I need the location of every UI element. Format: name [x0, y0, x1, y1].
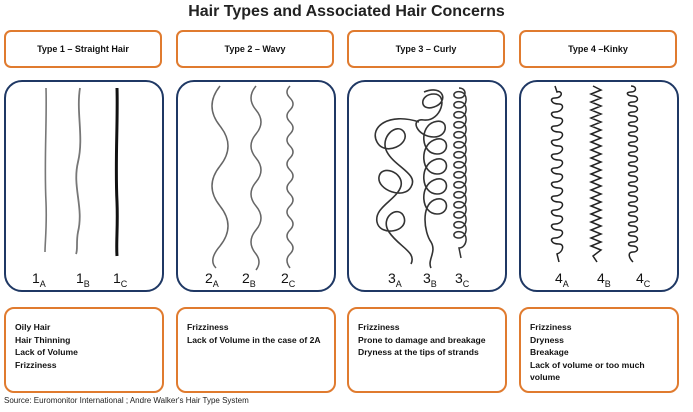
concern-item: Prone to damage and breakage — [358, 334, 486, 345]
strand-3c — [453, 87, 467, 259]
concern-item: Lack of volume or too much volume — [530, 359, 645, 383]
concern-item: Hair Thinning — [15, 334, 71, 345]
strand-3b — [415, 89, 448, 269]
panel-type-3: 3A 3B 3C — [347, 80, 507, 292]
concern-item: Dryness — [530, 334, 564, 345]
curly-hair-illustration — [374, 87, 467, 269]
concern-item: Breakage — [530, 347, 569, 358]
strand-4c — [626, 85, 639, 263]
panel-type-1: 1A 1B 1C — [4, 80, 164, 292]
concern-item: Frizziness — [15, 359, 57, 370]
strand-2a — [211, 85, 229, 269]
concerns-type-2: Frizziness Lack of Volume in the case of… — [176, 307, 336, 393]
header-type-2: Type 2 – Wavy — [176, 30, 334, 68]
header-type-3: Type 3 – Curly — [347, 30, 505, 68]
label-1a: 1A — [32, 270, 46, 289]
panel-type-2: 2A 2B 2C — [176, 80, 336, 292]
source-note: Source: Euromonitor International ; Andr… — [4, 396, 249, 405]
header-type-1: Type 1 – Straight Hair — [4, 30, 162, 68]
label-1c: 1C — [113, 270, 128, 289]
concerns-type-3: Frizziness Prone to damage and breakage … — [347, 307, 507, 393]
concern-item: Dryness at the tips of strands — [358, 347, 479, 358]
strand-1b — [75, 87, 82, 255]
label-3a: 3A — [388, 270, 402, 289]
straight-hair-illustration — [44, 87, 119, 257]
concern-item: Frizziness — [358, 322, 400, 332]
concern-item: Lack of Volume — [15, 347, 78, 358]
label-4b: 4B — [597, 270, 611, 289]
panel-type-4: 4A 4B 4C — [519, 80, 679, 292]
label-4a: 4A — [555, 270, 569, 289]
label-4c: 4C — [636, 270, 651, 289]
strand-1c — [114, 87, 119, 257]
label-1b: 1B — [76, 270, 90, 289]
label-3c: 3C — [455, 270, 470, 289]
label-3b: 3B — [423, 270, 437, 289]
diagram-title: Hair Types and Associated Hair Concerns — [188, 3, 505, 20]
strand-2b — [250, 85, 262, 271]
concern-item: Frizziness — [530, 322, 572, 332]
wavy-hair-illustration — [211, 85, 294, 271]
concern-item: Frizziness — [187, 322, 229, 332]
strand-4a — [550, 85, 564, 263]
concerns-type-1: Oily Hair Hair Thinning Lack of Volume F… — [4, 307, 164, 393]
strand-4b — [588, 85, 604, 263]
label-2a: 2A — [205, 270, 219, 289]
strand-2c — [286, 85, 294, 269]
header-type-4: Type 4 –Kinky — [519, 30, 677, 68]
label-2c: 2C — [281, 270, 296, 289]
strand-3a — [374, 117, 420, 265]
concern-item: Lack of Volume in the case of 2A — [187, 334, 321, 345]
label-2b: 2B — [242, 270, 256, 289]
concerns-type-4: Frizziness Dryness Breakage Lack of volu… — [519, 307, 679, 393]
kinky-hair-illustration — [550, 85, 639, 263]
strand-1a — [44, 87, 48, 253]
concern-item: Oily Hair — [15, 322, 51, 332]
